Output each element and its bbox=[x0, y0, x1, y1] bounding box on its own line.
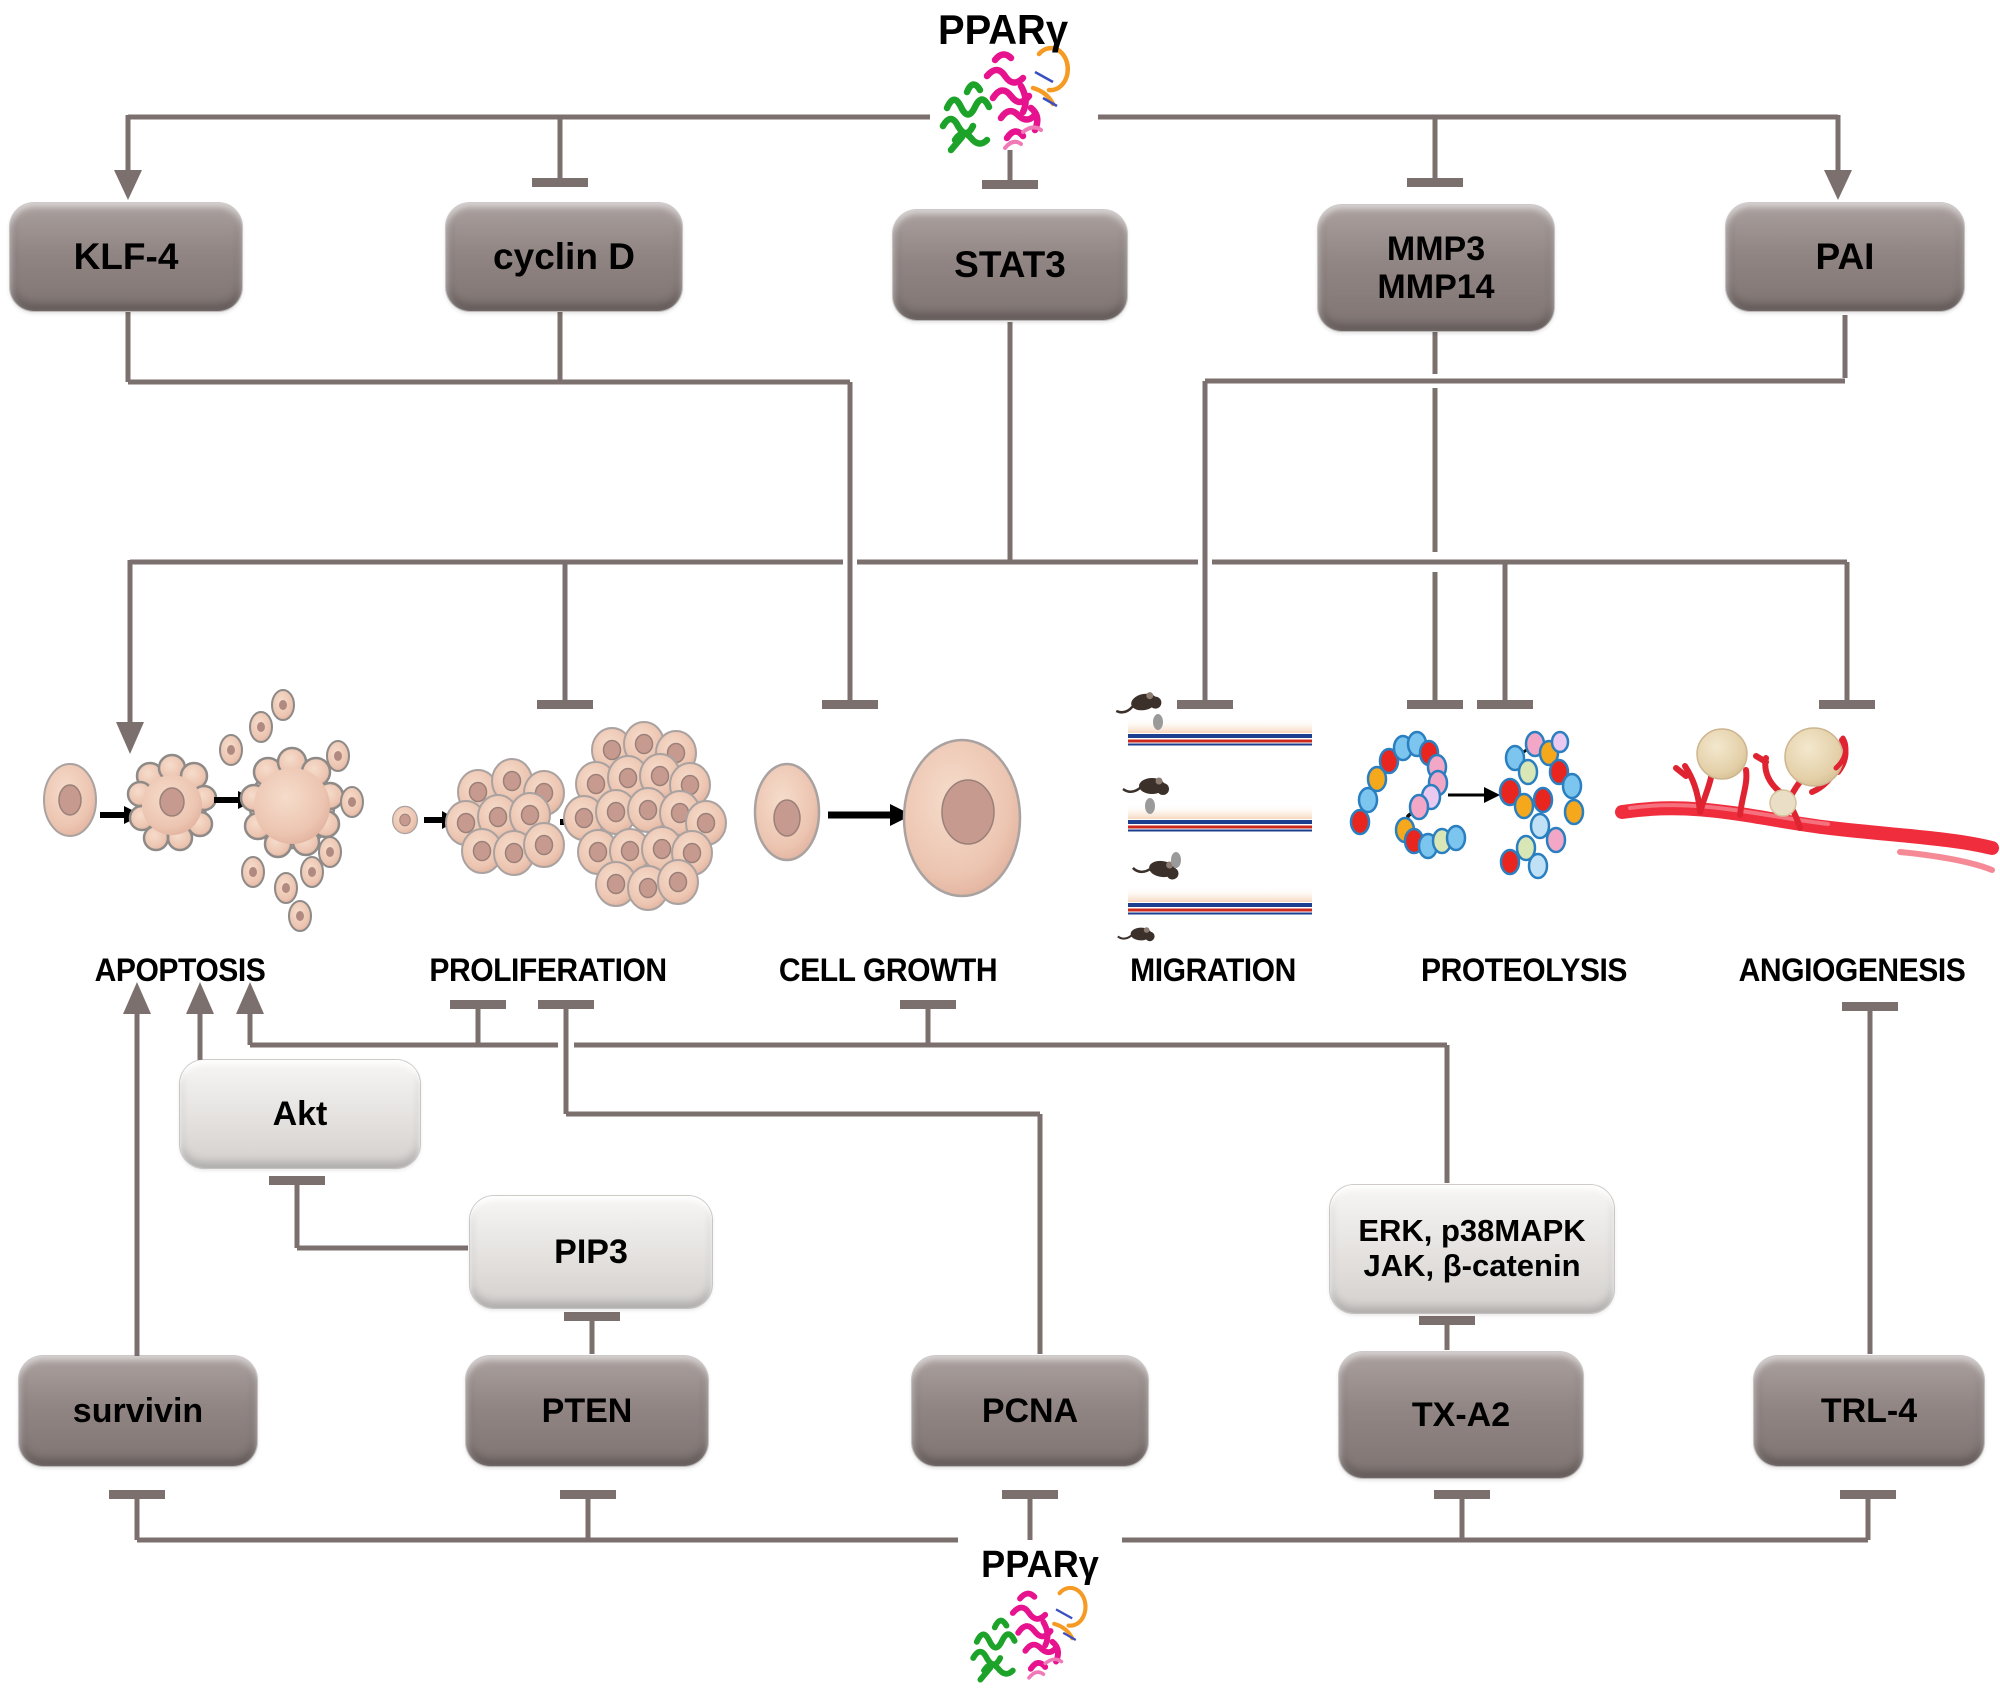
node-akt-label: Akt bbox=[272, 1094, 328, 1133]
pparg-title-top: PPARγ bbox=[937, 6, 1069, 53]
node-pcna: PCNA bbox=[912, 1356, 1148, 1466]
tbar-cell-growth bbox=[822, 700, 878, 709]
arrowhead-up-1 bbox=[123, 982, 151, 1014]
arrowhead-up-3 bbox=[236, 982, 264, 1014]
cell-cluster-large bbox=[563, 721, 727, 911]
bus1-klf4-cyclind bbox=[125, 312, 853, 700]
node-survivin-label: survivin bbox=[72, 1391, 204, 1430]
tbar-txa2 bbox=[1434, 1490, 1490, 1499]
migration-illustration bbox=[1112, 688, 1312, 943]
tbar-proliferation-low-2 bbox=[538, 1000, 594, 1009]
proliferation-illustration bbox=[391, 721, 727, 911]
node-mmp3-mmp14: MMP3 MMP14 bbox=[1318, 205, 1554, 331]
tbar-pcna bbox=[1002, 1490, 1058, 1499]
tbar-stat3 bbox=[982, 180, 1038, 189]
migrating-cell-dots bbox=[1145, 714, 1181, 868]
node-pip3-label: PIP3 bbox=[554, 1232, 628, 1271]
apoptosis-illustration bbox=[43, 689, 364, 932]
node-cyclin-d-label: cyclin D bbox=[493, 236, 635, 278]
cell-growth-illustration bbox=[753, 738, 1022, 898]
node-mmp3-label: MMP3 bbox=[1386, 229, 1486, 268]
node-pten: PTEN bbox=[466, 1356, 708, 1466]
tbar-pip3 bbox=[564, 1312, 620, 1321]
node-erk-line1: ERK, p38MAPK bbox=[1358, 1213, 1586, 1249]
bead-chain-intact bbox=[1349, 730, 1467, 860]
tbar-survivin bbox=[109, 1490, 165, 1499]
node-txa2-label: TX-A2 bbox=[1411, 1395, 1511, 1434]
label-migration: MIGRATION bbox=[1130, 952, 1296, 988]
tbar-proliferation bbox=[537, 700, 593, 709]
label-apoptosis: APOPTOSIS bbox=[94, 952, 266, 988]
node-mmp14-label: MMP14 bbox=[1377, 268, 1495, 306]
node-txa2: TX-A2 bbox=[1339, 1352, 1583, 1478]
tbar-cell-growth-low bbox=[900, 1000, 956, 1009]
label-proliferation: PROLIFERATION bbox=[429, 952, 667, 988]
node-stat3-label: STAT3 bbox=[954, 244, 1066, 286]
label-cell-growth: CELL GROWTH bbox=[778, 952, 998, 988]
proteolysis-illustration bbox=[1349, 730, 1585, 880]
node-pcna-label: PCNA bbox=[981, 1391, 1079, 1430]
node-trl4: TRL-4 bbox=[1754, 1356, 1984, 1466]
tbar-proliferation-low-1 bbox=[450, 1000, 506, 1009]
fragmenting-cell bbox=[239, 746, 345, 859]
node-klf4-label: KLF-4 bbox=[73, 236, 179, 278]
pparg-protein-structure-top-icon bbox=[943, 48, 1068, 150]
blebbing-cell bbox=[126, 753, 218, 852]
tbar-angiogenesis bbox=[1819, 700, 1875, 709]
arrowhead-pai bbox=[1824, 170, 1852, 200]
tbar-proteolysis-2 bbox=[1477, 700, 1533, 709]
tbar-migration bbox=[1177, 700, 1233, 709]
node-pai: PAI bbox=[1726, 203, 1964, 311]
arrowhead-apoptosis bbox=[116, 722, 144, 754]
tbar-trl4 bbox=[1840, 1490, 1896, 1499]
tbar-akt bbox=[269, 1176, 325, 1185]
bottom-tbar-stems bbox=[134, 1499, 1871, 1540]
node-stat3: STAT3 bbox=[893, 210, 1127, 320]
angiogenesis-illustration bbox=[1615, 727, 1999, 873]
connector-lines bbox=[109, 114, 1898, 1543]
arrowhead-up-2 bbox=[186, 982, 214, 1014]
pcna-to-proliferation bbox=[563, 1009, 1043, 1354]
label-angiogenesis: ANGIOGENESIS bbox=[1738, 952, 1966, 988]
tbar-cyclind bbox=[532, 178, 588, 187]
node-pai-label: PAI bbox=[1815, 236, 1875, 278]
pparg-title-bottom: PPARγ bbox=[981, 1544, 1099, 1586]
tissue-ball-left bbox=[1696, 728, 1748, 780]
erk-distribution-line bbox=[247, 1012, 1450, 1183]
migration-lanes bbox=[1128, 718, 1312, 915]
node-klf4: KLF-4 bbox=[10, 203, 242, 311]
node-akt: Akt bbox=[180, 1060, 420, 1168]
node-erk-line2: JAK, β-catenin bbox=[1363, 1248, 1581, 1283]
node-survivin: survivin bbox=[19, 1356, 257, 1466]
tbar-proteolysis-1 bbox=[1407, 700, 1463, 709]
node-cyclin-d: cyclin D bbox=[446, 203, 682, 311]
node-erk-complex: ERK, p38MAPK JAK, β-catenin bbox=[1330, 1185, 1614, 1313]
label-proteolysis: PROTEOLYSIS bbox=[1420, 952, 1628, 988]
node-trl4-label: TRL-4 bbox=[1820, 1391, 1918, 1430]
tbar-mmp bbox=[1407, 178, 1463, 187]
arrowhead-klf4 bbox=[114, 170, 142, 200]
pparg-protein-structure-bottom-icon bbox=[973, 1588, 1085, 1680]
tissue-ball-small bbox=[1769, 789, 1797, 817]
tissue-ball-right bbox=[1784, 727, 1844, 787]
cell-cluster-small bbox=[445, 758, 565, 876]
tbar-erk bbox=[1419, 1316, 1475, 1325]
tbar-pten bbox=[560, 1490, 616, 1499]
bead-chain-fragmented bbox=[1498, 730, 1585, 880]
bus3-pai bbox=[1202, 315, 1848, 700]
tbar-angiogenesis-low bbox=[1842, 1002, 1898, 1011]
node-pip3: PIP3 bbox=[470, 1196, 712, 1308]
node-pten-label: PTEN bbox=[541, 1391, 633, 1430]
pip3-to-akt bbox=[294, 1185, 468, 1251]
